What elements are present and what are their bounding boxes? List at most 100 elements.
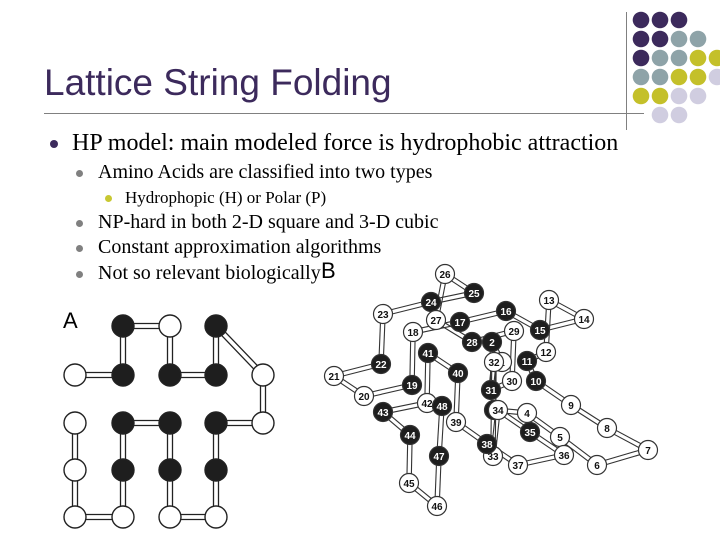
decor-dot	[708, 49, 720, 67]
fig-b-polar-node	[487, 399, 509, 421]
fig-b-node-label: 42	[421, 399, 433, 410]
fig-b-node-label: 14	[578, 315, 590, 326]
decor-dot	[632, 68, 650, 86]
fig-b-node-label: 48	[436, 402, 448, 413]
fig-b-polar-node	[402, 321, 424, 343]
fig-a-polar-node	[63, 411, 87, 435]
fig-b-polar-node	[372, 303, 394, 325]
fig-b-polar-node	[596, 417, 618, 439]
fig-b-node-label: 4	[524, 409, 530, 420]
fig-b-hydrophobic-node	[447, 362, 469, 384]
fig-b-hydrophobic-node	[461, 331, 483, 353]
fig-b-polar-node	[501, 370, 523, 392]
fig-b-hydrophobic-node	[476, 433, 498, 455]
fig-b-hydrophobic-node	[449, 311, 471, 333]
fig-b-node-label: 10	[530, 377, 542, 388]
bullet-marker-level1	[50, 140, 58, 148]
fig-b-node-label: 11	[522, 357, 533, 368]
decor-dot	[670, 87, 688, 105]
header-vertical-divider	[626, 12, 627, 130]
fig-b-node-label: 30	[506, 377, 518, 388]
fig-b-node-label: 8	[604, 424, 610, 435]
fig-a-hydrophobic-node	[204, 314, 228, 338]
fig-b-node-label: 24	[425, 298, 437, 309]
decor-dot	[651, 49, 669, 67]
fig-a-polar-node	[251, 411, 275, 435]
decor-dot	[632, 87, 650, 105]
fig-b-hydrophobic-node	[417, 342, 439, 364]
fig-b-node-label: 47	[433, 452, 445, 463]
decor-dot	[670, 30, 688, 48]
fig-b-node-label: 32	[488, 358, 500, 369]
decor-dot	[670, 49, 688, 67]
fig-a-hydrophobic-node	[204, 363, 228, 387]
bullet-np-hard: NP-hard in both 2-D square and 3-D cubic	[98, 211, 439, 233]
fig-b-hydrophobic-node	[401, 374, 423, 396]
fig-b-node-label: 27	[430, 316, 442, 327]
header-horizontal-divider	[44, 113, 644, 114]
fig-b-node-label: 23	[377, 310, 389, 321]
bullet-marker-level3	[105, 195, 112, 202]
decor-dot	[632, 30, 650, 48]
fig-b-hydrophobic-node	[370, 353, 392, 375]
fig-b-polar-node	[398, 472, 420, 494]
fig-b-polar-node	[553, 444, 575, 466]
fig-b-node-label: 17	[454, 318, 466, 329]
figure-b-label: B	[321, 258, 336, 283]
decor-dot	[689, 68, 707, 86]
fig-b-hydrophobic-node	[463, 282, 485, 304]
bullet-marker-level2	[76, 220, 83, 227]
decor-dot	[689, 30, 707, 48]
fig-b-polar-node	[535, 341, 557, 363]
fig-b-node-label: 34	[492, 406, 504, 417]
fig-b-polar-node	[434, 263, 456, 285]
fig-a-hydrophobic-node	[111, 458, 135, 482]
fig-b-node-label: 2	[489, 338, 495, 349]
fig-a-polar-node	[63, 363, 87, 387]
fig-a-polar-node	[158, 505, 182, 529]
fig-a-hydrophobic-node	[111, 314, 135, 338]
fig-b-node-label: 22	[375, 360, 387, 371]
bullet-marker-level2	[76, 170, 83, 177]
fig-b-hydrophobic-node	[519, 421, 541, 443]
fig-b-node-label: 39	[450, 418, 462, 429]
fig-a-polar-node	[204, 505, 228, 529]
slide-title: Lattice String Folding	[44, 62, 392, 103]
fig-b-polar-node	[503, 320, 525, 342]
fig-b-node-label: 38	[481, 440, 493, 451]
decor-dot	[670, 106, 688, 124]
fig-a-polar-node	[158, 314, 182, 338]
fig-b-hydrophobic-node	[480, 379, 502, 401]
fig-b-node-label: 46	[431, 502, 443, 513]
fig-b-polar-node	[560, 394, 582, 416]
fig-b-node-label: 13	[543, 296, 555, 307]
fig-a-hydrophobic-node	[111, 363, 135, 387]
fig-a-hydrophobic-node	[204, 458, 228, 482]
fig-b-node-label: 21	[328, 372, 340, 383]
decor-dot	[651, 87, 669, 105]
decor-dot	[651, 11, 669, 29]
fig-b-node-label: 37	[512, 461, 524, 472]
fig-b-node-label: 43	[377, 408, 389, 419]
fig-a-hydrophobic-node	[158, 411, 182, 435]
fig-b-polar-node	[425, 309, 447, 331]
figure-a-label: A	[63, 308, 78, 333]
fig-a-polar-node	[63, 458, 87, 482]
decor-dot	[670, 68, 688, 86]
decorative-dot-grid	[632, 11, 720, 124]
fig-b-node-label: 33	[487, 452, 499, 463]
bullet-marker-level2	[76, 271, 83, 278]
decor-dot	[651, 30, 669, 48]
fig-b-node-label: 41	[422, 349, 434, 360]
decor-dot	[708, 68, 720, 86]
fig-b-hydrophobic-node	[428, 445, 450, 467]
fig-b-node-label: 36	[558, 451, 570, 462]
fig-b-node-label: 29	[508, 327, 520, 338]
fig-b-hydrophobic-node	[431, 395, 453, 417]
fig-a-hydrophobic-node	[111, 411, 135, 435]
fig-b-node-label: 5	[557, 433, 563, 444]
fig-b-polar-node	[637, 439, 659, 461]
fig-b-polar-node	[323, 365, 345, 387]
